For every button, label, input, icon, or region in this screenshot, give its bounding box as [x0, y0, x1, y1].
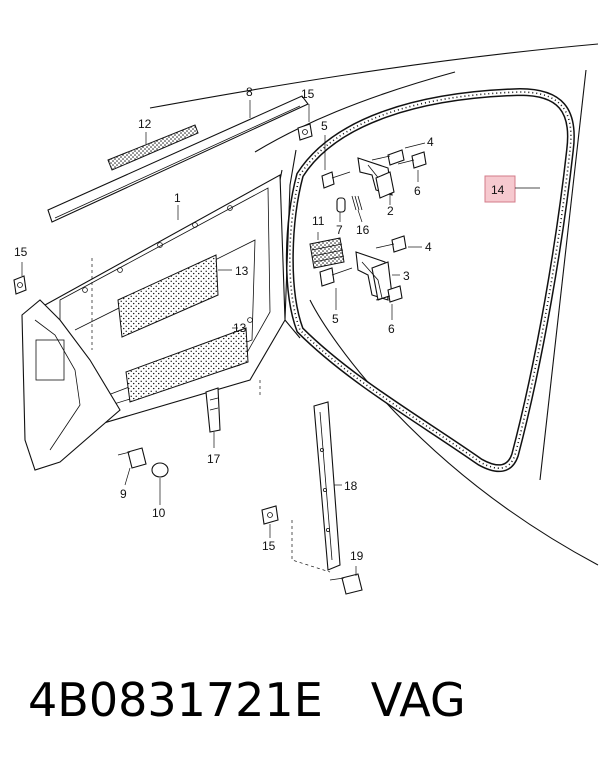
clip-15-top [297, 123, 313, 141]
bracket-17 [205, 387, 221, 433]
callout-5-upper: 5 [321, 119, 328, 133]
sound-pad-13-lower [125, 327, 249, 403]
callout-1: 1 [174, 191, 181, 205]
clip-15-bottom [261, 505, 279, 525]
door-outer-skin [21, 299, 121, 471]
bolt-9 [117, 447, 147, 469]
felt-strip-12 [107, 124, 199, 171]
callout-5-lower: 5 [332, 312, 339, 326]
callout-7: 7 [336, 223, 343, 237]
bolt-5-upper [321, 171, 351, 189]
trim-strip-8 [47, 95, 309, 223]
hinge-lower-3 [355, 251, 393, 301]
bolt-4-lower [375, 235, 407, 253]
callout-13-lower: 13 [233, 321, 247, 335]
exploded-door-diagram: 1 2 3 4 4 5 5 6 6 7 8 9 10 11 12 13 13 1… [13, 43, 599, 595]
cap-10 [151, 462, 169, 478]
hinge-upper-2 [357, 157, 395, 199]
callout-2: 2 [387, 204, 394, 218]
callout-10: 10 [152, 506, 166, 520]
callout-11: 11 [312, 214, 325, 228]
spring-16 [351, 195, 363, 211]
bolt-6-upper [397, 151, 427, 169]
callout-15-top: 15 [301, 87, 315, 101]
bolt-19 [329, 573, 363, 595]
callout-19: 19 [350, 549, 364, 563]
bolt-4-upper [371, 149, 405, 166]
callout-18: 18 [344, 479, 358, 493]
leader-lines [21, 100, 540, 576]
callout-4-lower: 4 [425, 240, 432, 254]
callout-12: 12 [138, 117, 152, 131]
callout-8: 8 [246, 85, 253, 99]
callout-15-left: 15 [14, 245, 28, 259]
bolt-5-lower [319, 267, 353, 287]
bolt-6-lower [375, 285, 403, 303]
part-caption: 4B0831721E VAG [28, 668, 588, 732]
callout-13-upper: 13 [235, 264, 249, 278]
callout-4-upper: 4 [427, 135, 434, 149]
sound-pad-13-upper [117, 254, 219, 338]
callout-3: 3 [403, 269, 410, 283]
callout-labels: 1 2 3 4 4 5 5 6 6 7 8 9 10 11 12 13 13 1… [14, 85, 505, 563]
brand-name: VAG [370, 673, 466, 727]
highlight-box-14 [484, 175, 516, 203]
callout-17: 17 [207, 452, 221, 466]
part-number: 4B0831721E [28, 673, 323, 727]
callout-16: 16 [356, 223, 370, 237]
pin-7 [336, 197, 346, 213]
callout-9: 9 [120, 487, 127, 501]
buffer-block-11 [309, 237, 345, 269]
trim-strip-18 [313, 401, 341, 571]
callout-15-bottom: 15 [262, 539, 276, 553]
door-seal-14 [285, 87, 575, 473]
clip-15-left [13, 275, 27, 295]
callout-14: 14 [491, 183, 505, 197]
assembly-lines [91, 258, 331, 573]
callout-6-upper: 6 [414, 184, 421, 198]
callout-6-lower: 6 [388, 322, 395, 336]
car-body-outline [149, 43, 599, 566]
